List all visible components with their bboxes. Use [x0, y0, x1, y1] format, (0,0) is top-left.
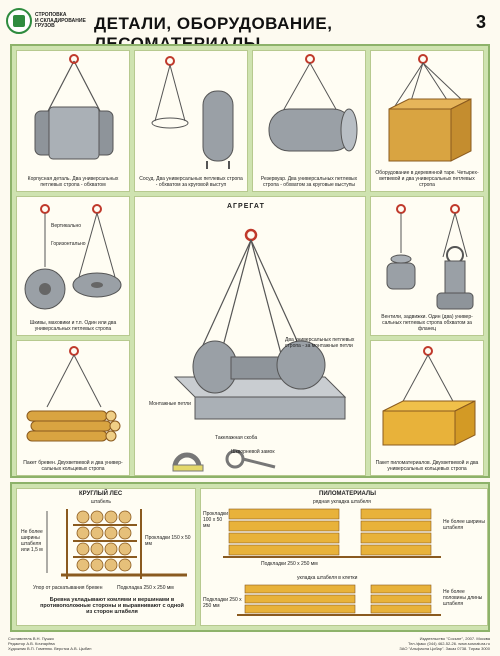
panel-pulleys: Вертикально Горизонтально Шкивы, маховик… — [16, 196, 130, 336]
illustrations-frame: Корпусная деталь. Два универсальных петл… — [10, 44, 490, 478]
panel-aggregate: АГРЕГАТ Два универсальных петлевых строп… — [134, 196, 366, 476]
round-wood-title: КРУГЛЫЙ ЛЕС — [79, 491, 123, 497]
label-vertical: Вертикально — [51, 223, 82, 229]
footer-credits: Составитель В.Н. Пушко Редактор А.В. Коч… — [8, 636, 92, 651]
sawn-base2-label: Подкладки 250 х 250 мм — [203, 597, 242, 609]
caption-logs: Пакет бревен. Двухветвевой и два универ-… — [23, 460, 123, 472]
logs-illustration — [26, 346, 121, 442]
page-number: 3 — [476, 12, 487, 32]
crate-illustration — [388, 54, 472, 162]
label-mount-loops: Монтажные петли — [149, 401, 191, 407]
base-label: Подкладка 250 х 250 мм — [117, 585, 174, 591]
sawn-spacer-label: Прокладки 100 х 50 мм — [203, 511, 228, 529]
panel-logs: Пакет бревен. Двухветвевой и два универ-… — [16, 340, 130, 476]
round-wood-panel: КРУГЛЫЙ ЛЕС штабель Не бо — [16, 488, 196, 626]
brand-text: СТРОПОВКА И СКЛАДИРОВАНИЕ ГРУЗОВ — [35, 12, 86, 29]
sawn-stack-illustration — [223, 508, 441, 616]
logo-icon — [6, 8, 32, 34]
panel-vessel: Сосуд. Два универсальных петлевых стропа… — [134, 50, 248, 192]
caption-lumber: Пакет пиломатериалов. Двухветвевой и два… — [375, 460, 479, 472]
caption-valves: Вентили, задвижки. Один (два) универ-сал… — [381, 314, 473, 332]
spacer-label: Прокладки 150 х 50 мм — [145, 535, 191, 547]
lumber-illustration — [382, 346, 476, 446]
caption-crate: Оборудование в деревянной таре. Четырех-… — [375, 170, 479, 188]
label-slings: Два универсальных петлевых стропа - за м… — [285, 337, 355, 349]
cage-stack-label: укладка штабеля в клетки — [297, 575, 358, 581]
sawn-title: ПИЛОМАТЕРИАЛЫ — [319, 491, 377, 497]
stack-label: штабель — [91, 499, 111, 505]
panel-crate: Оборудование в деревянной таре. Четырех-… — [370, 50, 484, 192]
label-shackle-lock: Шкворневой замок — [231, 449, 275, 455]
header: СТРОПОВКА И СКЛАДИРОВАНИЕ ГРУЗОВ ДЕТАЛИ,… — [0, 0, 500, 53]
label-shackle: Такелажная скоба — [215, 435, 258, 441]
panel-valves: Вентили, задвижки. Один (два) универ-сал… — [370, 196, 484, 336]
sawn-limit1-label: Не более ширины штабеля — [443, 519, 485, 531]
body-part-illustration — [34, 54, 114, 160]
pulleys-illustration — [24, 204, 122, 310]
valves-illustration — [386, 204, 474, 310]
caption-tank: Резервуар. Два универсальных петлевых ст… — [260, 176, 358, 188]
storage-section: КРУГЛЫЙ ЛЕС штабель Не бо — [10, 482, 490, 632]
height-limit: Не более ширины штабеля или 1,5 м — [21, 529, 43, 553]
label-horizontal: Горизонтально — [51, 241, 86, 247]
panel-lumber: Пакет пиломатериалов. Двухветвевой и два… — [370, 340, 484, 476]
log-stack-illustration — [46, 509, 187, 579]
caption-body-part: Корпусная деталь. Два универсальных петл… — [27, 176, 119, 188]
stop-label: Упор от раскатывания бревен — [33, 585, 103, 591]
aggregate-illustration — [172, 228, 347, 472]
footer: Составитель В.Н. Пушко Редактор А.В. Коч… — [0, 634, 500, 656]
row-stack-label: рядная укладка штабеля — [313, 499, 371, 505]
tank-illustration — [268, 54, 358, 152]
caption-pulleys: Шкивы, маховики и т.п. Один или два унив… — [29, 320, 117, 332]
caption-vessel: Сосуд. Два универсальных петлевых стропа… — [139, 176, 243, 188]
footer-publisher: Издательство "Сосьют", 2007. Москва Тел.… — [399, 636, 490, 651]
sawn-panel: ПИЛОМАТЕРИАЛЫ рядная укладка штабеля — [200, 488, 488, 626]
logs-rule: Бревна укладывают комлями и вершинами в … — [40, 597, 184, 615]
aggregate-title: АГРЕГАТ — [227, 203, 265, 210]
panel-tank: Резервуар. Два универсальных петлевых ст… — [252, 50, 366, 192]
sawn-base-label: Подкладки 250 х 250 мм — [261, 561, 318, 567]
sawn-limit2-label: Не более половины длины штабеля — [443, 589, 483, 607]
panel-body-part: Корпусная деталь. Два универсальных петл… — [16, 50, 130, 192]
vessel-illustration — [151, 56, 234, 169]
